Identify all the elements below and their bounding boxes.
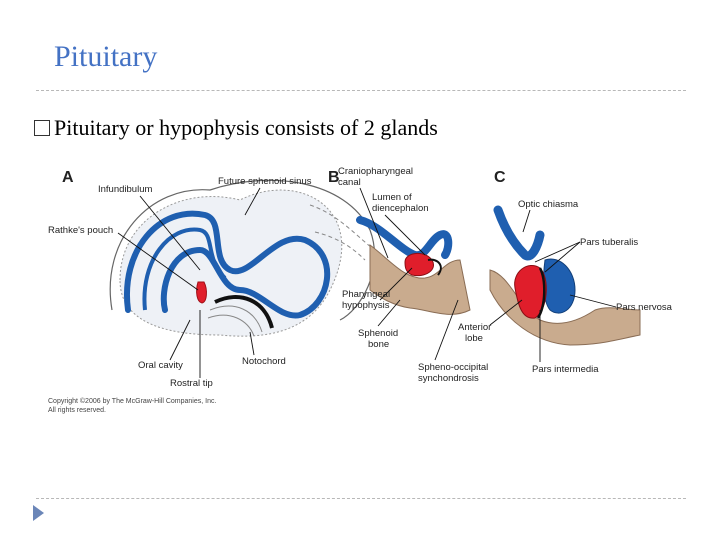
label-pharyngeal-2: hypophysis [342, 300, 390, 311]
panel-c-anterior-lobe [514, 265, 547, 319]
panel-a-neural-tube [123, 210, 331, 319]
panel-a-notochord [214, 295, 274, 329]
copyright-line-1: Copyright ©2006 by The McGraw-Hill Compa… [48, 397, 216, 405]
label-pars-intermedia: Pars intermedia [532, 364, 599, 375]
label-spheno-occipital-1: Spheno-occipital [418, 362, 488, 373]
label-spheno-occipital-2: synchondrosis [418, 373, 479, 384]
label-lumen-1: Lumen of [372, 192, 412, 203]
label-craniopharyngeal-2: canal [338, 177, 361, 188]
panel-c-sphenoid-bone [489, 269, 641, 346]
panel-a-neural-tube-inner [142, 227, 227, 311]
panel-b-anterior-gland [404, 253, 434, 277]
label-pars-tuberalis: Pars tuberalis [580, 237, 638, 248]
label-rathkes-pouch: Rathke's pouch [48, 225, 113, 236]
footer-divider [36, 498, 686, 499]
panel-c-label: C [494, 169, 506, 186]
slide-title: Pituitary [54, 40, 158, 73]
label-rostral-tip: Rostral tip [170, 378, 213, 389]
label-sphenoid-2: bone [368, 339, 389, 350]
label-optic-chiasma: Optic chiasma [518, 199, 579, 210]
panel-b-neural [356, 216, 453, 260]
label-pars-nervosa: Pars nervosa [616, 302, 673, 313]
label-craniopharyngeal-1: Craniopharyngeal [338, 166, 413, 177]
panel-a-label: A [62, 169, 74, 186]
panel-a-rathkes-pouch [196, 281, 207, 304]
label-oral-cavity: Oral cavity [138, 360, 183, 371]
label-infundibulum: Infundibulum [98, 184, 152, 195]
next-slide-arrow-icon[interactable] [33, 505, 44, 521]
panel-c-neural [493, 205, 545, 261]
panel-a-mesenchyme [119, 189, 343, 337]
label-anterior-1: Anterior [458, 322, 491, 333]
label-sphenoid-1: Sphenoid [358, 328, 398, 339]
label-anterior-2: lobe [465, 333, 483, 344]
panel-b-label: B [328, 169, 340, 186]
copyright-line-2: All rights reserved. [48, 407, 106, 414]
bullet-item: Pituitary or hypophysis consists of 2 gl… [34, 115, 438, 141]
label-pharyngeal-1: Pharyngeal [342, 289, 390, 300]
label-lumen-2: diencephalon [372, 203, 429, 214]
bullet-text: Pituitary or hypophysis consists of 2 gl… [54, 115, 438, 140]
pituitary-development-figure: A Infundibulum Future sphenoid sinus Rat… [48, 166, 673, 414]
label-notochord: Notochord [242, 356, 286, 367]
title-divider [36, 90, 686, 91]
bullet-box-icon [34, 120, 50, 136]
panel-b-sphenoid-bone [369, 243, 471, 315]
label-future-sphenoid-sinus: Future sphenoid sinus [218, 176, 312, 187]
panel-c-pars-nervosa [543, 258, 576, 314]
